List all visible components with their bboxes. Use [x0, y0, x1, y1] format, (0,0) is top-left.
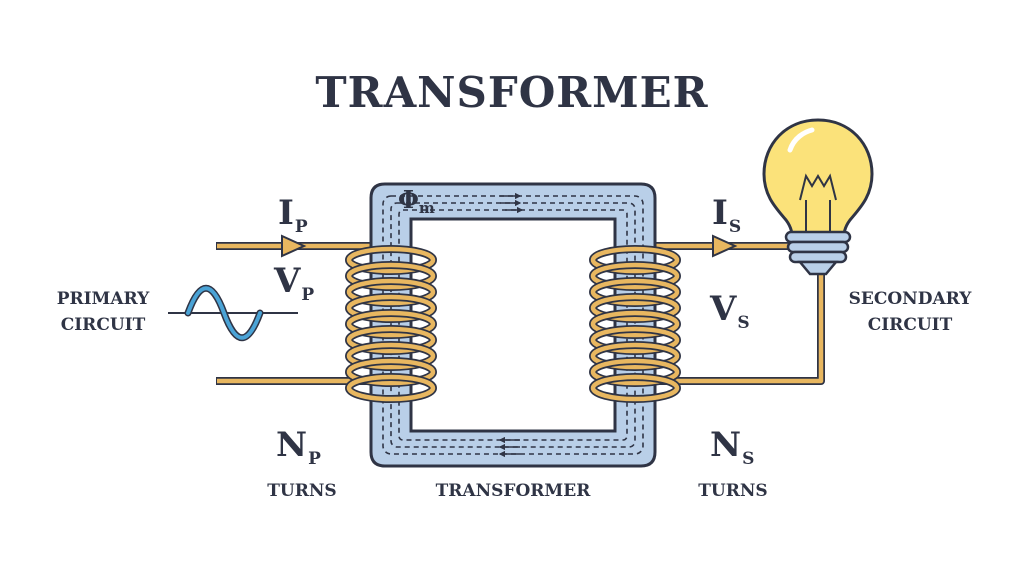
primary-coil-turn-fill	[346, 374, 436, 402]
primary-coil-turn-fill	[346, 246, 436, 274]
primary-turns-letter: N	[276, 425, 308, 465]
flux-letter: Φ	[398, 185, 419, 214]
secondary-label-line2: CIRCUIT	[867, 315, 953, 335]
primary-current-letter: I	[278, 193, 294, 233]
primary-turns-sub: P	[308, 449, 321, 469]
secondary-coil-turn-fill	[590, 358, 680, 386]
ac-source-sine	[168, 284, 298, 342]
secondary-coil-turn-fill	[590, 374, 680, 402]
flux-symbol: Φm	[398, 185, 435, 218]
secondary-voltage-letter: V	[710, 289, 737, 329]
secondary-current-sub: S	[728, 217, 742, 237]
secondary-turns-label: TURNS	[698, 481, 768, 501]
secondary-turns-sub: S	[742, 449, 755, 469]
secondary-coil-turn-fill	[590, 246, 680, 274]
primary-coil-turn-fill	[346, 326, 436, 354]
core-inner-window	[409, 217, 617, 433]
page-title: TRANSFORMER	[315, 68, 709, 117]
secondary-current-symbol: IS	[712, 193, 742, 237]
secondary-turns-symbol: NS	[710, 425, 755, 469]
primary-current-arrow	[281, 234, 307, 258]
primary-coil	[345, 245, 437, 403]
primary-circuit-label: PRIMARY CIRCUIT	[40, 286, 166, 338]
primary-voltage-sub: P	[301, 285, 315, 305]
primary-current-sub: P	[294, 217, 308, 237]
secondary-label-line1: SECONDARY	[848, 289, 972, 309]
primary-coil-turn-fill	[346, 278, 436, 306]
primary-label-line2: CIRCUIT	[60, 315, 146, 335]
secondary-circuit-label: SECONDARY CIRCUIT	[832, 286, 988, 338]
secondary-current-letter: I	[712, 193, 728, 233]
secondary-voltage-sub: S	[737, 313, 750, 333]
secondary-voltage-symbol: VS	[710, 289, 750, 333]
core-label: TRANSFORMER	[435, 481, 591, 501]
flux-direction-arrows	[498, 192, 524, 458]
primary-coil-turn-fill	[346, 358, 436, 386]
secondary-coil	[589, 245, 681, 403]
secondary-coil-turn-fill	[590, 294, 680, 322]
primary-voltage-symbol: VP	[274, 261, 315, 305]
secondary-turns-letter: N	[710, 425, 742, 465]
primary-voltage-letter: V	[274, 261, 301, 301]
primary-coil-turn-fill	[346, 262, 436, 290]
primary-label-line1: PRIMARY	[56, 289, 150, 309]
flux-sub: m	[418, 199, 435, 217]
primary-turns-symbol: NP	[276, 425, 321, 469]
secondary-coil-turn-fill	[590, 342, 680, 370]
primary-coil-turn-fill	[346, 342, 436, 370]
primary-turns-label: TURNS	[267, 481, 337, 501]
secondary-coil-turn-fill	[590, 326, 680, 354]
secondary-coil-turn-fill	[590, 262, 680, 290]
primary-current-symbol: IP	[278, 193, 308, 237]
primary-coil-turn-fill	[346, 310, 436, 338]
secondary-coil-turn-fill	[590, 278, 680, 306]
secondary-current-arrow	[712, 234, 738, 258]
secondary-coil-turn-fill	[590, 310, 680, 338]
primary-coil-turn-fill	[346, 294, 436, 322]
light-bulb-icon	[762, 118, 874, 276]
